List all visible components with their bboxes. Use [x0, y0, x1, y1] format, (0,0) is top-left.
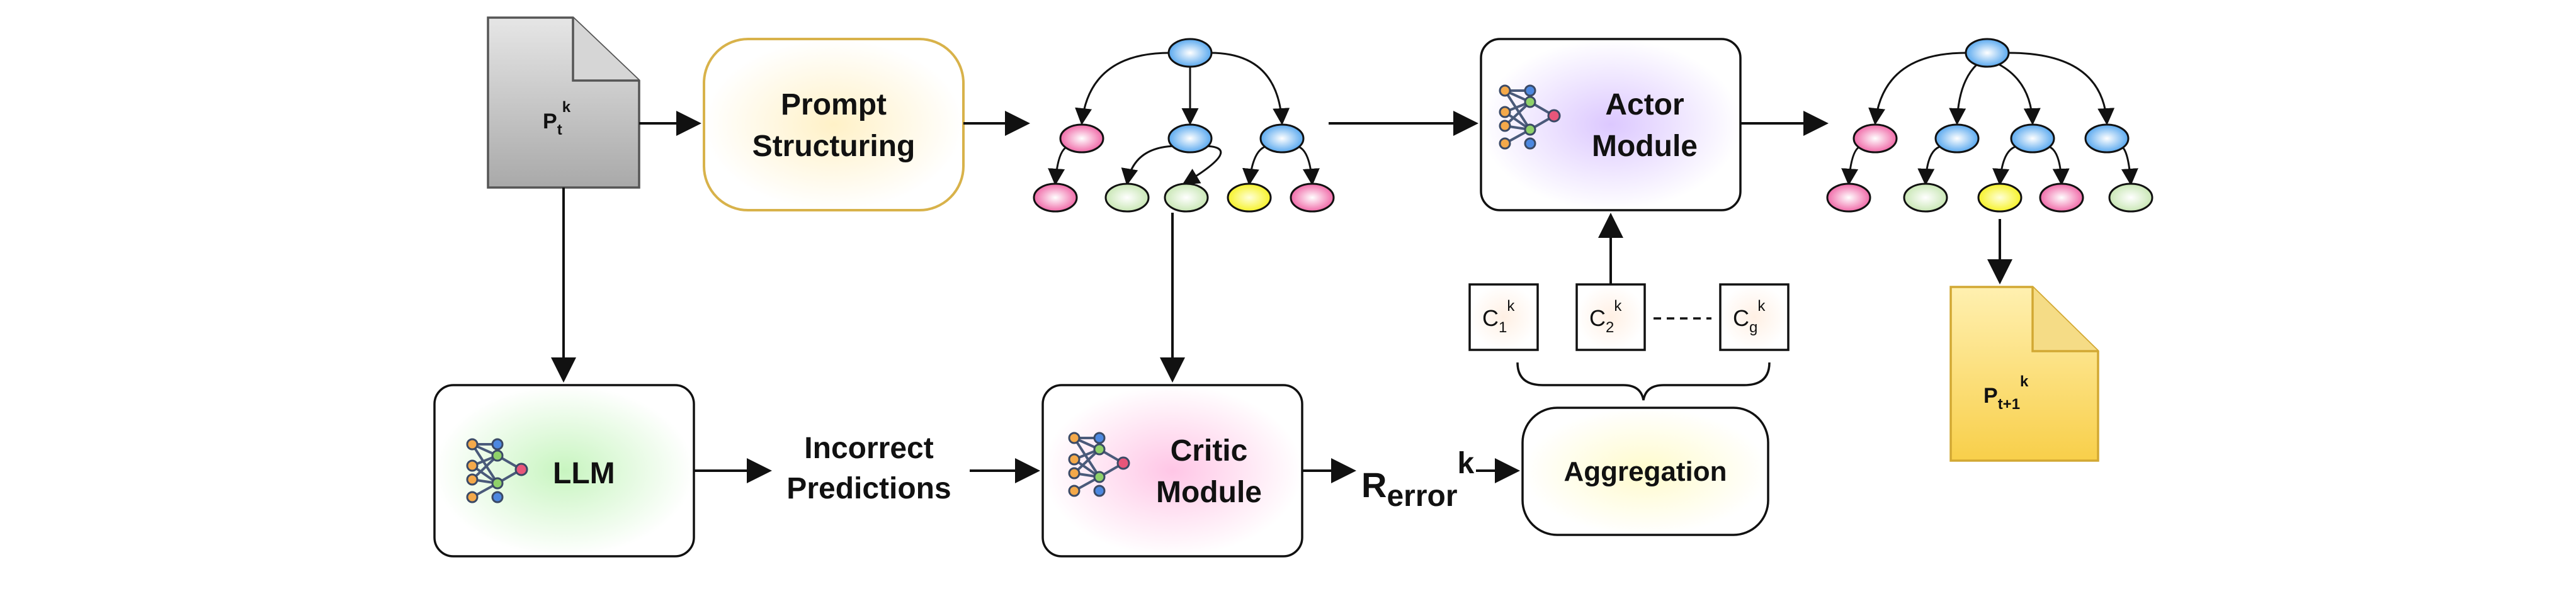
actor-module-box: Actor Module — [1480, 38, 1742, 211]
candidates-brace — [1516, 362, 1771, 401]
critic-module-line1: Critic — [1171, 434, 1248, 468]
aggregation-label: Aggregation — [1563, 456, 1727, 487]
input-document-label: Ptk — [543, 99, 571, 138]
refined-prompt-tree-icon — [1826, 38, 2153, 213]
input-document-icon: Ptk — [487, 16, 640, 189]
candidate-label-1: C1k — [1482, 298, 1515, 336]
r-error-label: Rerrork — [1361, 447, 1475, 513]
candidate-box-1: C1k — [1468, 283, 1539, 351]
candidate-box-g: Cgk — [1719, 283, 1790, 351]
candidate-box-2: C2k — [1575, 283, 1646, 351]
critic-module-box: Critic Module — [1041, 384, 1303, 558]
actor-module-line1: Actor — [1605, 88, 1684, 121]
critic-module-line2: Module — [1156, 476, 1262, 509]
structured-prompt-tree-icon — [1033, 38, 1335, 213]
candidate-label-g: Cgk — [1733, 298, 1766, 336]
actor-module-line2: Module — [1592, 130, 1698, 163]
aggregation-box: Aggregation — [1521, 407, 1769, 536]
prompt-structuring-box: Prompt Structuring — [703, 38, 965, 211]
output-document-label: Pt+1k — [1983, 373, 2029, 413]
output-document-icon: Pt+1k — [1949, 286, 2099, 462]
candidate-label-2: C2k — [1589, 298, 1622, 336]
llm-label: LLM — [553, 457, 615, 490]
incorrect-predictions-line1: Incorrect — [804, 432, 933, 465]
prompt-structuring-line2: Structuring — [752, 130, 916, 163]
incorrect-predictions-line2: Predictions — [786, 472, 951, 505]
llm-box: LLM — [433, 384, 695, 558]
prompt-structuring-line1: Prompt — [781, 88, 887, 121]
